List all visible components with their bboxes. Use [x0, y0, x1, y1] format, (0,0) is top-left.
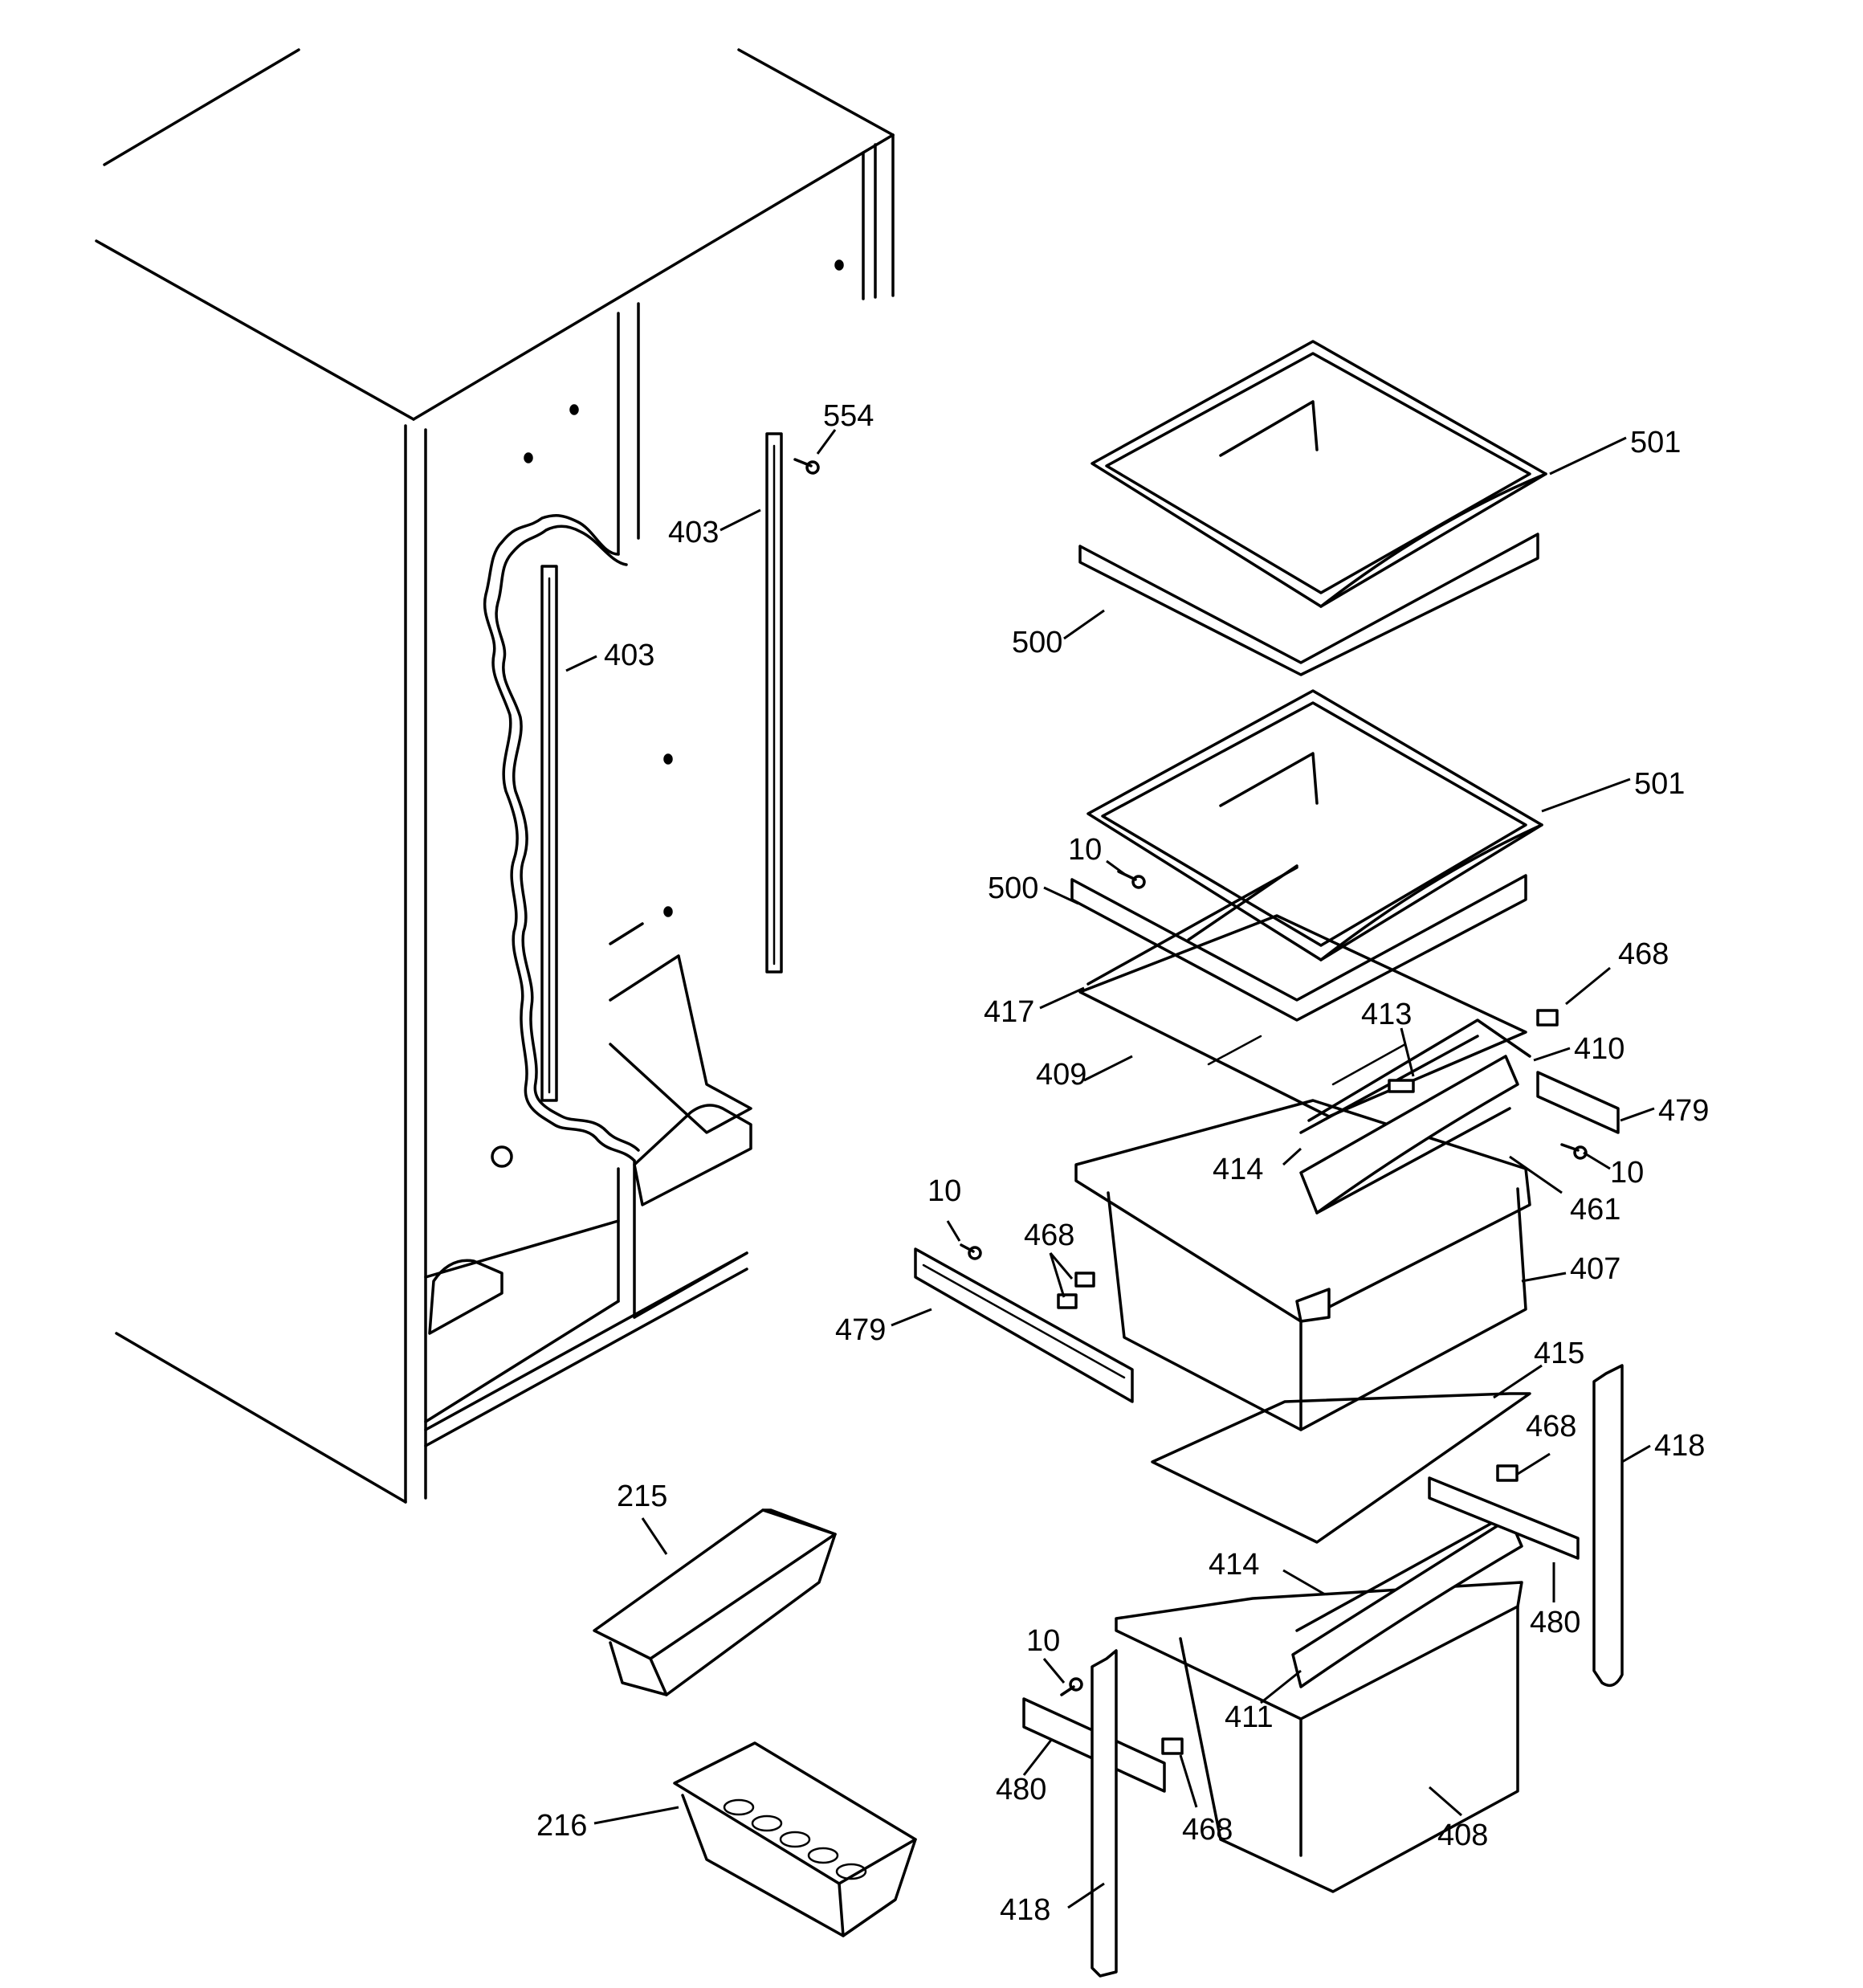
crisper-slide-479-right	[1536, 1071, 1620, 1134]
shelf-bracket-500-upper	[1078, 533, 1539, 676]
crisper-drawer-408	[1115, 1581, 1523, 1893]
rail-417	[1086, 866, 1298, 986]
callout-411: 411	[1225, 1700, 1274, 1734]
callout-414-upper: 414	[1213, 1153, 1263, 1186]
callout-216: 216	[536, 1809, 587, 1843]
callout-468-bottom: 468	[1182, 1813, 1233, 1847]
callout-403-right: 403	[668, 516, 719, 549]
door-bin-215	[593, 1508, 837, 1696]
callout-403-left: 403	[604, 639, 654, 672]
callout-10-bottom: 10	[1026, 1624, 1060, 1658]
callout-409: 409	[1036, 1058, 1086, 1092]
humidity-control-413	[1388, 1079, 1415, 1093]
callout-554: 554	[823, 399, 874, 433]
stop-468-top	[1536, 1009, 1559, 1027]
glass-shelf-409	[1078, 914, 1527, 1118]
callout-10-left: 10	[927, 1174, 961, 1208]
shelf-rail-403-right	[765, 432, 783, 974]
callout-480-right: 480	[1530, 1606, 1580, 1639]
callout-500-upper: 500	[1012, 626, 1062, 659]
callout-501-upper: 501	[1630, 426, 1681, 459]
callout-10-shelf: 10	[1068, 833, 1102, 867]
stop-468-bottom	[1161, 1737, 1184, 1755]
refrigerator-cabinet	[95, 48, 895, 1504]
crisper-front-461	[1299, 1055, 1519, 1214]
stop-468-right	[1496, 1464, 1519, 1482]
callout-413: 413	[1361, 998, 1412, 1031]
side-cover-418-left	[1090, 1649, 1118, 1978]
side-cover-418-right	[1592, 1364, 1624, 1688]
crisper-cover-414-lower	[1295, 1521, 1495, 1632]
callout-480-left: 480	[996, 1773, 1046, 1806]
callout-labels: 554 403 403 501 500 501 10 500 468 417 4…	[536, 399, 1709, 1927]
screw-10-left	[960, 1243, 982, 1260]
crisper-front-411	[1291, 1517, 1523, 1688]
callout-417: 417	[984, 995, 1034, 1029]
callout-479-right: 479	[1658, 1094, 1709, 1128]
callout-415: 415	[1534, 1337, 1584, 1370]
callout-468-top: 468	[1618, 937, 1669, 971]
callout-501-lower: 501	[1634, 767, 1685, 801]
screw-10-bottom	[1060, 1677, 1083, 1696]
crisper-slide-480-right	[1428, 1476, 1580, 1560]
callout-418-left: 418	[1000, 1893, 1050, 1927]
callout-500-lower: 500	[988, 872, 1038, 905]
callout-468-right: 468	[1526, 1410, 1576, 1443]
shelf-frame-501-lower	[1086, 689, 1543, 961]
callout-10-right: 10	[1610, 1156, 1644, 1190]
callout-479-left: 479	[835, 1313, 886, 1347]
screw-10-right	[1560, 1143, 1588, 1160]
callout-418-right: 418	[1654, 1429, 1705, 1463]
stops-468-left	[1057, 1272, 1095, 1309]
callout-407: 407	[1570, 1252, 1620, 1286]
egg-tray-216	[673, 1741, 917, 1937]
shelf-rail-403-left	[540, 565, 558, 1102]
shelf-frame-501-upper	[1090, 340, 1547, 608]
shelf-bracket-500-lower	[1070, 864, 1527, 1022]
callout-468-left: 468	[1024, 1219, 1074, 1252]
callout-408: 408	[1437, 1819, 1488, 1852]
screw-554	[793, 458, 820, 475]
callout-410: 410	[1574, 1032, 1625, 1066]
crisper-drawer-407	[1074, 1099, 1531, 1431]
glass-shelf-415	[1151, 1392, 1531, 1544]
callout-414-lower: 414	[1209, 1548, 1259, 1582]
callout-215: 215	[617, 1480, 667, 1513]
crisper-slide-479-left	[914, 1247, 1134, 1403]
callout-461: 461	[1570, 1193, 1620, 1227]
leader-lines	[565, 429, 1655, 1909]
